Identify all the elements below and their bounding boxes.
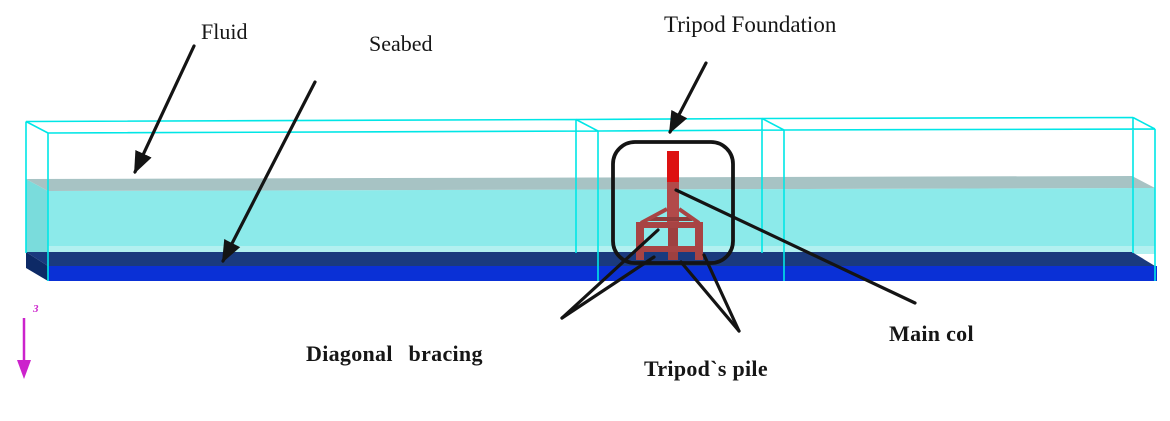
diagonal-brace-left [640, 207, 668, 225]
seabed-label: Seabed [369, 31, 433, 56]
seabed-slab [26, 252, 1157, 281]
main-col-leader [674, 188, 917, 305]
diagonal-brace-right [677, 207, 701, 225]
tripods-pile-leader-right [702, 253, 741, 333]
seabed-arrow [221, 80, 317, 263]
annotation-lines [133, 44, 917, 333]
center-pile [668, 224, 678, 260]
seabed-left-side-face [26, 252, 48, 281]
diagonal-bracing-label: Diagonal bracing [306, 341, 483, 366]
tripod-structure [636, 151, 703, 260]
axis-arrowhead [17, 360, 31, 379]
axis-indicator [17, 318, 31, 379]
frame-back-beam [648, 217, 692, 221]
tripod-foundation-label: Tripod Foundation [664, 12, 837, 37]
tank-wireframe [25, 116, 1156, 281]
main-column [667, 151, 679, 182]
tank-box-right [761, 116, 1156, 281]
seabed-top-face [26, 252, 1155, 266]
fluid-volume [26, 176, 1155, 254]
diagonal-bracing-leader-lower [560, 255, 656, 320]
tripod-foundation-arrow [668, 61, 708, 134]
fluid-front-face [48, 188, 1155, 254]
main-col-label: Main col [889, 321, 974, 346]
seabed-front-face [48, 266, 1157, 281]
left-pile [636, 222, 644, 260]
axis-number-label: 3 [33, 303, 39, 315]
tank-box-left [25, 118, 599, 281]
fluid-left-side-face [26, 179, 48, 254]
fluid-label: Fluid [201, 19, 248, 44]
main-column-submerged [667, 182, 679, 224]
tripods-pile-leader-left [679, 260, 741, 333]
frame-top-beam [636, 222, 703, 228]
tripods-pile-label: Tripod`s pile [644, 356, 768, 381]
fluid-arrow [133, 44, 196, 175]
fluid-top-surface [26, 176, 1155, 191]
diagonal-bracing-leader-upper [560, 228, 660, 320]
fluid-light-streak [48, 246, 1155, 254]
right-pile [695, 222, 703, 260]
frame-bottom-beam [636, 246, 703, 252]
tripod-highlight-box [611, 140, 735, 265]
